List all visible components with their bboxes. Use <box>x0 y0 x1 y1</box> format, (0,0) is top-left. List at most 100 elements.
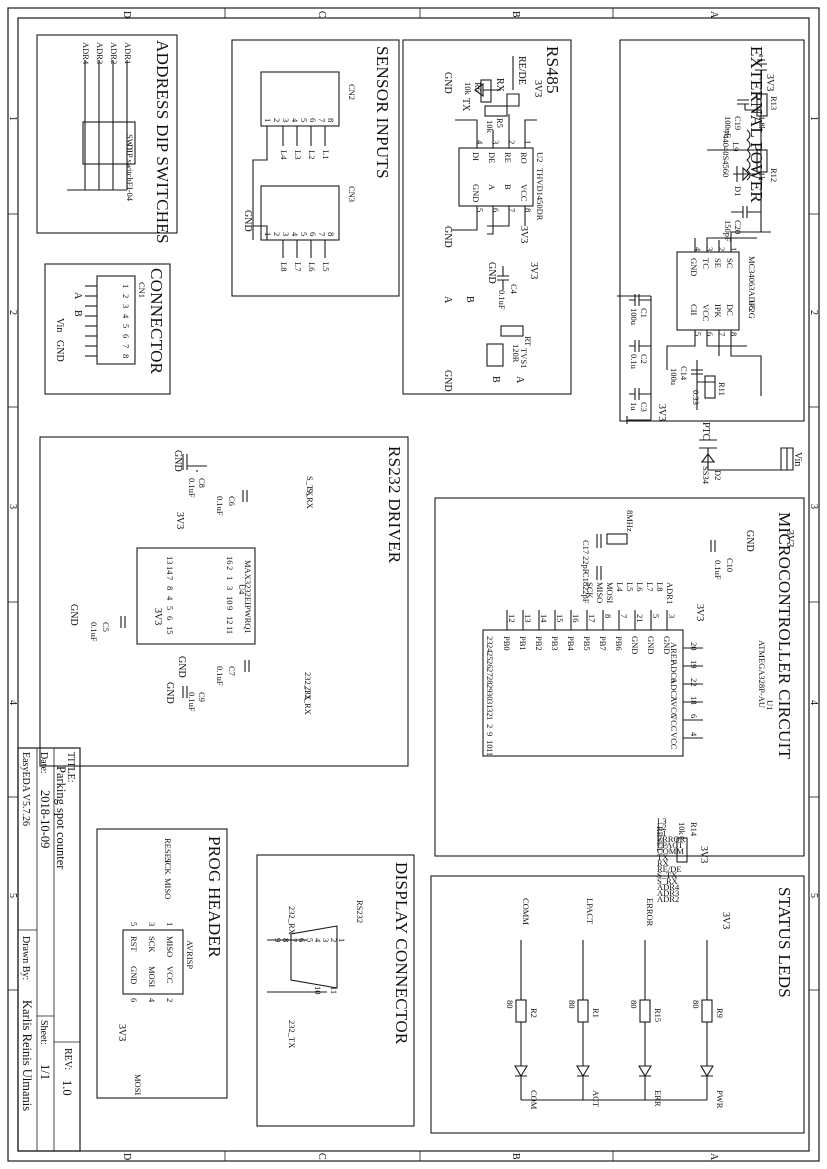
u4-pin-num-3: 3 <box>225 586 235 590</box>
sensor-l1: L1 <box>321 150 331 159</box>
r12-ref: R12 <box>769 168 779 182</box>
r5-val: 10k <box>485 120 495 134</box>
u4-pin-num-15: 15 <box>165 626 175 635</box>
frame-col-d-r: D <box>121 1153 132 1160</box>
rs485-gnd-4: GND <box>442 370 453 392</box>
r14-resistor <box>676 837 688 863</box>
title-prog: PROG HEADER <box>205 836 224 958</box>
prog-miso: MISO <box>163 878 173 899</box>
u4-pin-num-16: 16 <box>225 556 235 565</box>
mcu-pin-num-20: 20 <box>689 642 699 651</box>
frame-row-3-b: 3 <box>7 504 18 509</box>
frame-row-5-b: 5 <box>7 893 18 898</box>
power-3v3: 3V3 <box>764 74 775 91</box>
power-circuit: U5 MC34063ADR2G SC SE TC GND DC IPK VCC … <box>617 55 803 485</box>
box-rs232 <box>39 436 409 767</box>
c14-cap <box>691 369 703 375</box>
box-leds <box>430 875 805 1134</box>
u4-pin-num-6: 6 <box>165 616 175 620</box>
mcu-pin-num-25: 25 <box>485 652 495 661</box>
c2-val: 0.1u <box>629 354 639 370</box>
mcu-flag-comm: COMM <box>657 846 684 856</box>
frame-col-b: B <box>510 11 521 18</box>
c1-cap <box>629 294 651 306</box>
u1-ref: U1 <box>765 700 775 710</box>
r6-ref: R6 <box>473 82 483 92</box>
u5-pin-gnd: GND <box>689 258 699 276</box>
cn1-ref: CN1 <box>137 282 147 298</box>
section-boxes <box>36 34 805 1134</box>
mcu-top-flag-miso: MISO <box>595 582 605 603</box>
u2-num-5: 5 <box>475 208 485 212</box>
c4-val: 0.1uF <box>497 290 507 310</box>
title-sensors: SENSOR INPUTS <box>373 46 392 179</box>
c5-val: 0.1uF <box>89 622 99 642</box>
sw1-part: DIP switchEI-04 <box>125 144 135 202</box>
rs232-3v3-1: 3V3 <box>174 512 185 529</box>
dsub-pin-11: 11 <box>329 986 339 994</box>
rs485-gnd-1: GND <box>442 72 453 94</box>
led-resistor-ref-r2: R2 <box>529 1008 539 1018</box>
u4-pin-num-9: 9 <box>225 606 235 610</box>
rs232-232-rx: 232_RX <box>303 686 313 715</box>
mcu-pin-num-11: 11 <box>485 748 495 756</box>
cn1-b: B <box>72 310 83 317</box>
rt-ref: RT <box>523 336 533 347</box>
cn2-pin-6: 6 <box>308 118 318 122</box>
y1-label: 8MHz <box>625 510 635 532</box>
c1-val: 100u <box>629 308 639 326</box>
rt-val: 120R <box>511 344 521 363</box>
rs485-a-2: A <box>514 376 525 384</box>
c6-ref: C6 <box>227 496 237 506</box>
led-diode-icon <box>638 1065 652 1078</box>
mcu-pin-num-10: 10 <box>485 740 495 749</box>
u5-num-8: 8 <box>729 332 739 336</box>
mcu-pin-name-pb6: PB6 <box>614 636 624 651</box>
rs485-3v3-3: 3V3 <box>528 262 539 279</box>
rs232-s-tx: S_TX <box>305 476 315 496</box>
cn1-pin-3: 3 <box>121 304 131 308</box>
c3-val: 1u <box>629 402 639 411</box>
c10-val: 0.1uF <box>713 560 723 580</box>
u4-pin-num-11: 11 <box>225 626 235 634</box>
sensor-l8: L8 <box>279 262 289 271</box>
dsub-pin-3: 3 <box>321 938 331 942</box>
rs485-rx: RX <box>494 78 505 93</box>
dip-adr3: ADR3 <box>95 42 105 64</box>
mcu-flag-adr2: ADR2 <box>657 894 679 904</box>
dsub-pin-10: 10 <box>313 986 323 995</box>
mcu-pin-num-27: 27 <box>485 668 495 677</box>
l9-ref: L9 <box>731 142 741 151</box>
rs485-gnd-2: GND <box>442 226 453 248</box>
r13-val: 1.8k <box>757 116 767 132</box>
u2-pin-vcc: VCC <box>519 184 529 202</box>
dip-circuit: SW1 DIP switchEI-04 ADR1 ADR2 ADR3 ADR4 <box>67 42 136 202</box>
tvs1-ref: TVS1 <box>519 348 529 368</box>
u4-pin-num-10: 10 <box>225 596 235 605</box>
frame-row-1-b: 1 <box>7 116 18 121</box>
sensor-l7: L7 <box>293 262 303 271</box>
led-diode-icon <box>514 1065 528 1078</box>
c10-ref: C10 <box>725 558 735 572</box>
rs232-232-tx: 232_TX <box>303 672 313 700</box>
sensor-l2: L2 <box>307 150 317 159</box>
mcu-pin-num-16: 16 <box>571 614 581 623</box>
box-display <box>256 854 415 1127</box>
c3-ref: C3 <box>639 402 649 412</box>
frame-row-3: 3 <box>808 504 819 509</box>
prog-pin-mosi: MOSI <box>147 966 157 987</box>
cn2-pin-8: 8 <box>326 118 336 122</box>
u4-ref: U4 <box>237 584 247 595</box>
mcu-pin-name-adc6: ADC6 <box>669 660 679 682</box>
cn1-pin-2: 2 <box>121 294 131 298</box>
cn1-vin: Vin <box>54 318 65 332</box>
mcu-pin-name-gnd: GND <box>646 636 656 654</box>
u2-num-6: 6 <box>491 208 501 212</box>
dsub-pin-5: 5 <box>305 938 315 942</box>
avrisp-header <box>122 929 184 995</box>
prog-pin-num-4: 4 <box>147 998 157 1003</box>
